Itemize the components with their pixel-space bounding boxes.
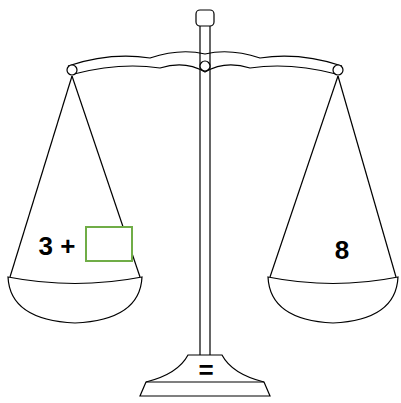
scale-pan bbox=[8, 277, 142, 323]
scale-pole bbox=[200, 24, 210, 356]
pan-string bbox=[72, 76, 140, 277]
beam-pivot bbox=[200, 61, 210, 71]
equation-term: 8 bbox=[335, 237, 349, 263]
scale-base bbox=[140, 355, 270, 396]
scale-pan bbox=[268, 277, 398, 323]
answer-box bbox=[86, 227, 132, 261]
equation-term: 3 + bbox=[39, 233, 76, 259]
beam-hook bbox=[67, 65, 77, 75]
beam-hook bbox=[333, 65, 343, 75]
pole-finial bbox=[196, 10, 214, 26]
pan-string bbox=[270, 76, 338, 277]
equals-sign: = bbox=[198, 357, 213, 383]
